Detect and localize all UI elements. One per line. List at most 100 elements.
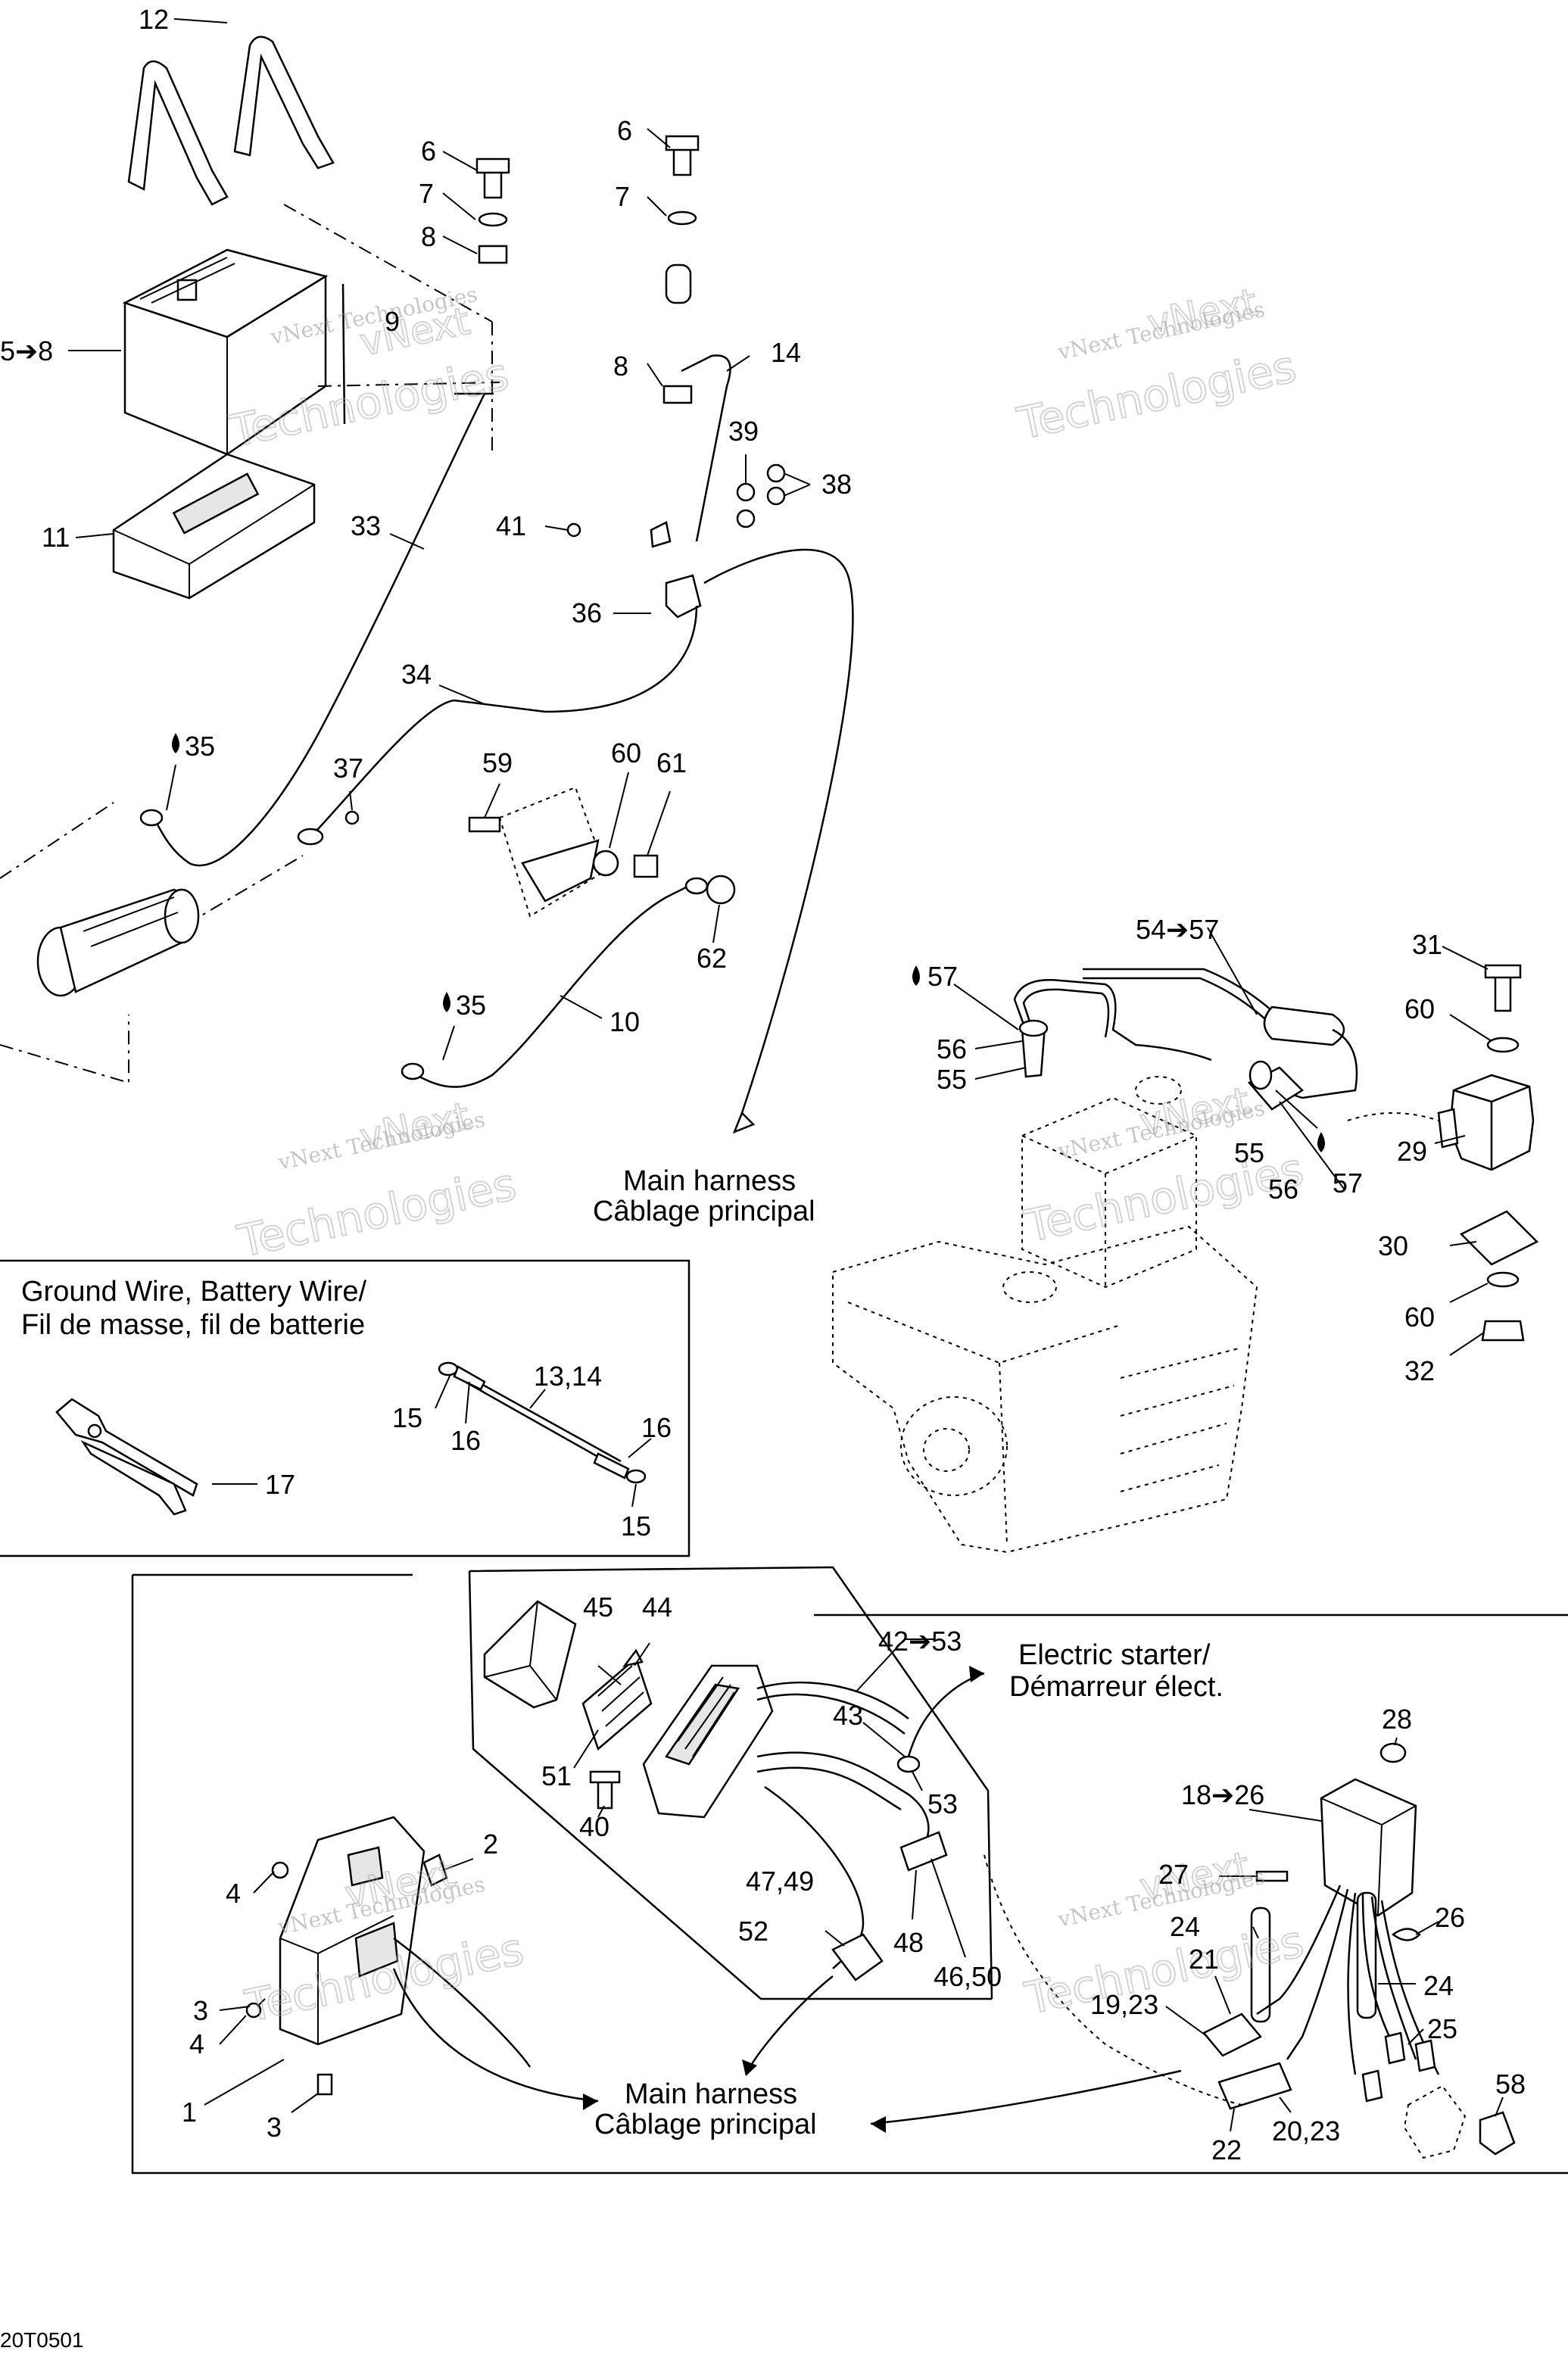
ground-wire-cable-drawing xyxy=(438,1361,647,1484)
part-label: 27 xyxy=(1158,1859,1189,1890)
part-label: 48 xyxy=(893,1927,924,1958)
engine-drawing xyxy=(832,1076,1258,1554)
part-label: 44 xyxy=(642,1592,672,1623)
part-label: 35 xyxy=(456,990,486,1021)
watermark-text: vNext xyxy=(356,1094,473,1160)
crimp-tool-drawing xyxy=(55,1398,198,1516)
grease-drop-icon xyxy=(172,733,179,753)
leader-lines-engine xyxy=(953,927,1492,1356)
grease-drop-icon xyxy=(443,992,450,1012)
part-label: 58 xyxy=(1495,2069,1526,2100)
part-label: 41 xyxy=(496,510,526,541)
ground-wire-caption: Ground Wire, Battery Wire/ xyxy=(21,1276,367,1308)
battery-tray-drawing xyxy=(112,453,316,600)
part-label: 45 xyxy=(583,1592,613,1623)
battery-assembly xyxy=(0,36,854,1134)
battery-cable-drawing xyxy=(150,393,486,867)
part-label: 3 xyxy=(193,1995,208,2026)
bottom-frame xyxy=(131,1573,1568,2175)
rectifier-body-drawing xyxy=(642,1664,774,1819)
part-label: 4 xyxy=(226,1878,241,1909)
bolt-stack-right-drawing xyxy=(662,135,700,404)
spark-plug-cap-left-drawing xyxy=(1018,1019,1049,1078)
coil-gasket-drawing xyxy=(1459,1210,1539,1266)
part-label: 53 xyxy=(927,1788,958,1819)
part-label: 56 xyxy=(1268,1174,1298,1205)
captions: Main harness Câblage principal Ground Wi… xyxy=(21,1165,1224,2140)
connector-52-drawing xyxy=(831,1933,884,1981)
ignition-wire-2 xyxy=(1083,968,1333,1024)
battery-strap-drawing xyxy=(127,36,335,206)
part-label: 47,49 xyxy=(746,1866,814,1897)
ground-wire-box xyxy=(0,1259,690,1557)
part-label: 6 xyxy=(617,115,632,146)
nuts-38-39-drawing xyxy=(736,463,786,528)
part-label: 55 xyxy=(1234,1137,1264,1168)
main-harness-caption: Main harness xyxy=(623,1165,796,1197)
leader-lines-top xyxy=(68,18,811,1061)
part-label: 9 xyxy=(385,306,400,337)
part-label: 21 xyxy=(1189,1944,1219,1975)
part-label: 36 xyxy=(572,597,602,628)
ground-bracket-drawing xyxy=(468,786,736,918)
vent-tube-drawing xyxy=(341,283,346,425)
rectifier-assembly xyxy=(468,1566,993,2000)
part-label: 1 xyxy=(182,2097,197,2128)
part-label: 60 xyxy=(1404,1302,1435,1333)
part-label: 19,23 xyxy=(1090,1989,1158,2020)
part-label: 54➔57 xyxy=(1136,914,1219,945)
part-label: 29 xyxy=(1397,1136,1427,1167)
part-label: 31 xyxy=(1412,929,1442,960)
main-harness-caption: Câblage principal xyxy=(594,2109,817,2140)
part-label: 15 xyxy=(621,1511,651,1542)
harness-lead-drawing xyxy=(703,548,854,1114)
connector-58-drawing xyxy=(1479,2111,1516,2156)
guide-lines-battery xyxy=(283,204,500,454)
part-label: 34 xyxy=(401,659,432,690)
part-label: 26 xyxy=(1435,1902,1465,1933)
part-label: 43 xyxy=(833,1700,863,1731)
part-label: 33 xyxy=(351,510,381,541)
part-label: 10 xyxy=(609,1006,640,1037)
drawing-code: 20T0501 xyxy=(0,2328,84,2352)
cdi-module xyxy=(245,1816,448,2096)
coil-bolt-drawing xyxy=(1494,971,1512,1012)
bolt-40-drawing xyxy=(597,1778,613,1810)
battery-drawing xyxy=(122,248,329,456)
part-labels: 12 6 7 8 6 7 5➔8 9 8 14 39 38 11 33 41 3… xyxy=(0,4,1526,2165)
part-label: 35 xyxy=(185,731,215,762)
ground-cable-drawing xyxy=(408,881,697,1088)
bolt-stack-left-drawing xyxy=(475,157,510,264)
part-label: 42➔53 xyxy=(878,1626,962,1657)
ground-wire-caption: Fil de masse, fil de batterie xyxy=(21,1309,365,1341)
part-label: 3 xyxy=(267,2112,282,2143)
part-label: 12 xyxy=(139,4,169,35)
part-label: 46,50 xyxy=(934,1961,1002,1992)
part-label: 32 xyxy=(1404,1355,1435,1386)
part-label: 25 xyxy=(1427,2013,1457,2044)
part-label: 13,14 xyxy=(534,1361,602,1392)
part-label: 14 xyxy=(771,337,801,368)
connector-48-drawing xyxy=(899,1831,948,1872)
part-label: 8 xyxy=(421,221,436,252)
part-label: 56 xyxy=(937,1034,967,1065)
terminals-drawing xyxy=(581,1648,653,1751)
part-label: 20,23 xyxy=(1272,2115,1340,2147)
main-harness-caption: Main harness xyxy=(625,2078,797,2110)
part-label: 5➔8 xyxy=(0,335,53,366)
part-label: 57 xyxy=(1333,1168,1363,1199)
part-label: 51 xyxy=(541,1760,572,1791)
watermark-text: vNext xyxy=(1143,280,1261,346)
part-label: 11 xyxy=(42,522,70,553)
part-label: 24 xyxy=(1170,1911,1200,1942)
grease-drop-icon xyxy=(1317,1132,1325,1152)
part-label: 28 xyxy=(1382,1704,1412,1735)
part-label: 40 xyxy=(579,1811,609,1842)
part-label: 37 xyxy=(333,753,363,784)
part-label: 61 xyxy=(656,747,687,778)
regulator-box-drawing xyxy=(1320,1778,1417,1917)
part-label: 55 xyxy=(937,1064,967,1095)
part-label: 6 xyxy=(421,136,436,167)
main-harness-caption: Câblage principal xyxy=(593,1196,815,1227)
engine-ignition-assembly xyxy=(832,964,1539,1554)
